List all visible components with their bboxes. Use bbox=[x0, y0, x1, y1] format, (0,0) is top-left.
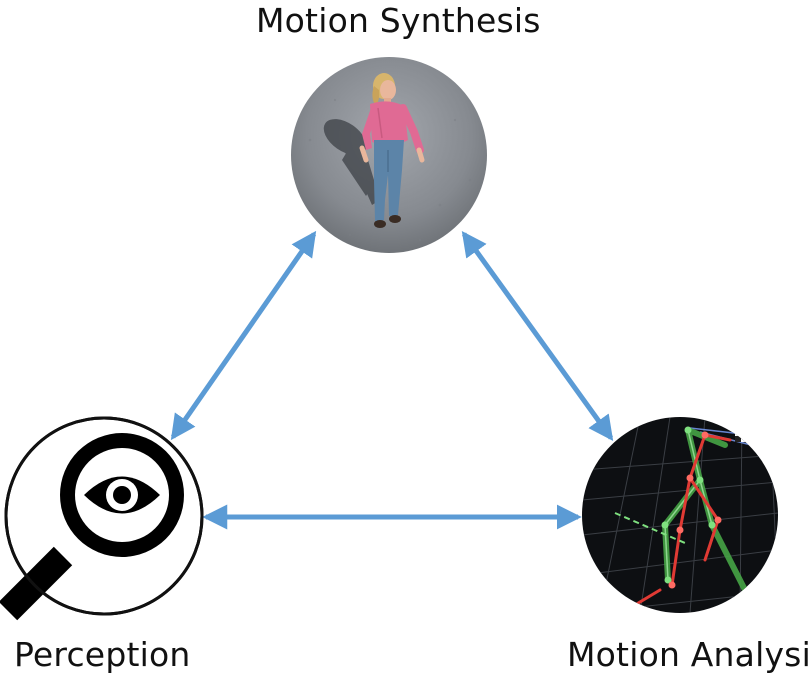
perception-node bbox=[0, 416, 204, 621]
figure-shadow bbox=[323, 119, 380, 205]
skeleton-joints bbox=[661, 426, 722, 589]
edge-synthesis-perception bbox=[170, 230, 317, 441]
edge-synthesis-analysis bbox=[461, 230, 614, 442]
walking-woman-icon bbox=[359, 73, 425, 228]
red-skeleton bbox=[633, 433, 732, 607]
checker-target-icon bbox=[735, 430, 747, 442]
magnifier-eye-icon bbox=[0, 433, 184, 621]
motion-analysis-node bbox=[582, 417, 778, 613]
green-dashed-line bbox=[614, 512, 686, 544]
perception-label: Perception bbox=[14, 635, 191, 674]
motion-analysis-label: Motion Analysis bbox=[567, 635, 811, 674]
motion-synthesis-label: Motion Synthesis bbox=[256, 1, 541, 40]
motion-synthesis-node bbox=[291, 57, 487, 253]
